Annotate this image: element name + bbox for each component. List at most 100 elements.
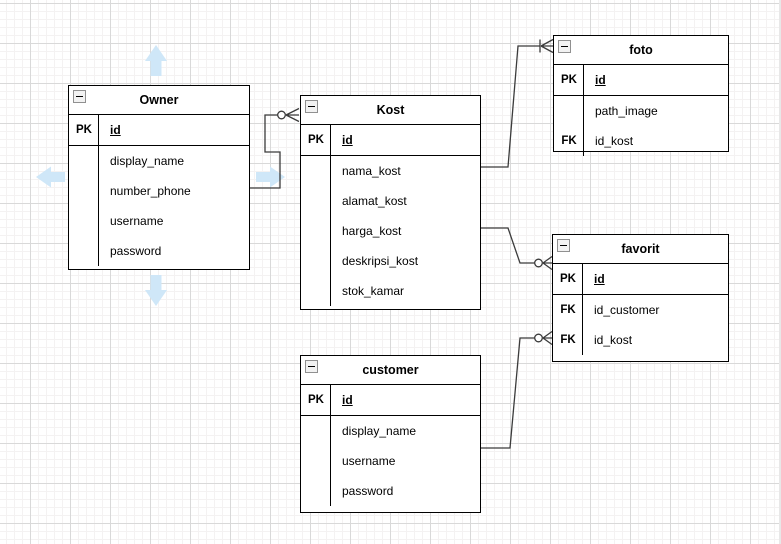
crow-foot-icon: [542, 330, 553, 346]
row-key: FK: [561, 135, 577, 147]
entity-title: foto: [629, 43, 653, 57]
entity-owner[interactable]: Owner PK id display_name number_phone us…: [68, 85, 250, 270]
minus-icon: [308, 105, 315, 108]
table-row[interactable]: PK id: [301, 385, 480, 416]
row-name: id: [342, 393, 353, 407]
table-row[interactable]: path_image: [554, 96, 728, 126]
row-name: alamat_kost: [342, 194, 407, 208]
row-key: PK: [308, 134, 324, 146]
row-name: id_kost: [594, 333, 633, 347]
direction-arrow-right-icon[interactable]: [256, 166, 285, 188]
row-name: harga_kost: [342, 224, 402, 238]
key-column-divider: [97, 115, 99, 266]
row-key: FK: [560, 334, 576, 346]
row-name: password: [110, 244, 162, 258]
table-row[interactable]: FK id_kost: [553, 325, 728, 355]
entity-customer-header: customer: [301, 356, 480, 385]
table-row[interactable]: display_name: [301, 416, 480, 446]
table-row[interactable]: username: [69, 206, 249, 236]
direction-arrow-down-icon[interactable]: [145, 275, 167, 306]
key-column-divider: [329, 125, 331, 306]
minus-icon: [561, 45, 568, 48]
row-name: id_kost: [595, 134, 634, 148]
entity-favorit-rows: PK id FK id_customer FK id_kost: [553, 264, 728, 355]
collapse-icon[interactable]: [558, 40, 571, 53]
table-row[interactable]: PK id: [301, 125, 480, 156]
row-name: display_name: [110, 154, 185, 168]
collapse-icon[interactable]: [305, 100, 318, 113]
row-key: PK: [560, 273, 576, 285]
collapse-icon[interactable]: [73, 90, 86, 103]
row-name: id_customer: [594, 303, 660, 317]
table-row[interactable]: PK id: [554, 65, 728, 96]
entity-foto-header: foto: [554, 36, 728, 65]
row-name: id: [595, 73, 606, 87]
row-name: path_image: [595, 104, 658, 118]
row-name: nama_kost: [342, 164, 401, 178]
entity-owner-header: Owner: [69, 86, 249, 115]
entity-foto-rows: PK id path_image FK id_kost: [554, 65, 728, 156]
row-key: PK: [76, 124, 92, 136]
table-row[interactable]: PK id: [69, 115, 249, 146]
table-row[interactable]: nama_kost: [301, 156, 480, 186]
entity-owner-rows: PK id display_name number_phone username…: [69, 115, 249, 266]
row-name: number_phone: [110, 184, 191, 198]
relationship-customer-favorit[interactable]: [481, 330, 553, 449]
row-name: id: [594, 272, 605, 286]
minus-icon: [560, 244, 567, 247]
row-key: PK: [308, 394, 324, 406]
table-row[interactable]: alamat_kost: [301, 186, 480, 216]
row-key: PK: [561, 74, 577, 86]
entity-title: favorit: [621, 242, 660, 256]
relationship-kost-favorit[interactable]: [481, 227, 553, 271]
table-row[interactable]: PK id: [553, 264, 728, 295]
direction-arrow-up-icon[interactable]: [145, 45, 167, 76]
table-row[interactable]: harga_kost: [301, 216, 480, 246]
entity-foto[interactable]: foto PK id path_image FK id_kost: [553, 35, 729, 156]
table-row[interactable]: FK id_customer: [553, 295, 728, 325]
table-row[interactable]: password: [69, 236, 249, 266]
minus-icon: [308, 365, 315, 368]
entity-title: Kost: [376, 103, 405, 117]
collapse-icon[interactable]: [557, 239, 570, 252]
table-row[interactable]: deskripsi_kost: [301, 246, 480, 276]
table-row[interactable]: display_name: [69, 146, 249, 176]
row-key: FK: [560, 304, 576, 316]
minus-icon: [76, 95, 83, 98]
entity-customer[interactable]: customer PK id display_name username pas…: [300, 355, 481, 513]
row-name: id: [342, 133, 353, 147]
zero-circle-icon: [277, 110, 286, 120]
entity-favorit[interactable]: favorit PK id FK id_customer FK id_kost: [552, 234, 729, 362]
entity-kost-header: Kost: [301, 96, 480, 125]
table-row[interactable]: number_phone: [69, 176, 249, 206]
relationship-owner-kost[interactable]: [250, 107, 300, 189]
key-column-divider: [582, 65, 584, 156]
entity-title: customer: [362, 363, 419, 377]
collapse-icon[interactable]: [305, 360, 318, 373]
entity-favorit-header: favorit: [553, 235, 728, 264]
table-row[interactable]: password: [301, 476, 480, 506]
key-column-divider: [329, 385, 331, 506]
zero-circle-icon: [534, 258, 543, 268]
entity-kost-rows: PK id nama_kost alamat_kost harga_kost d…: [301, 125, 480, 306]
row-name: id: [110, 123, 121, 137]
canvas-right-edge: [779, 0, 781, 544]
crow-foot-icon: [540, 38, 554, 54]
relationship-kost-foto[interactable]: [481, 38, 554, 168]
row-name: username: [342, 454, 396, 468]
entity-customer-rows: PK id display_name username password: [301, 385, 480, 506]
table-row[interactable]: FK id_kost: [554, 126, 728, 156]
entity-title: Owner: [139, 93, 179, 107]
entity-kost[interactable]: Kost PK id nama_kost alamat_kost harga_k…: [300, 95, 481, 310]
direction-arrow-left-icon[interactable]: [36, 166, 65, 188]
row-name: display_name: [342, 424, 417, 438]
crow-foot-icon: [285, 107, 300, 123]
zero-circle-icon: [534, 333, 543, 343]
row-name: username: [110, 214, 164, 228]
key-column-divider: [581, 264, 583, 355]
crow-foot-icon: [542, 255, 553, 271]
table-row[interactable]: stok_kamar: [301, 276, 480, 306]
table-row[interactable]: username: [301, 446, 480, 476]
